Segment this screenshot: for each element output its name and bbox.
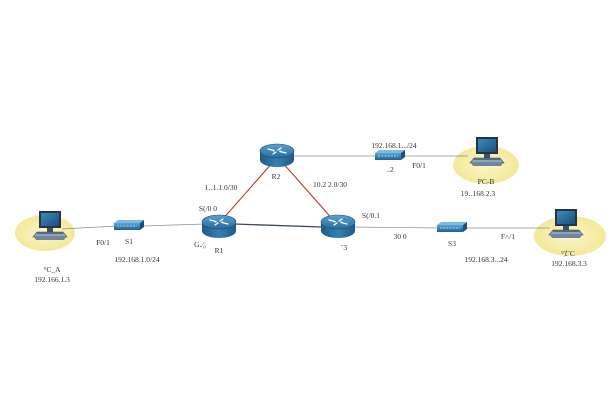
- port-r3-s001: S(/0.1: [362, 211, 380, 220]
- port-r1-g0: G․∕₀: [194, 240, 206, 249]
- pc-c-name: °⁒ˉC: [561, 249, 575, 258]
- port-r3-g00: 30 0: [393, 232, 406, 241]
- switch-s1-icon[interactable]: [113, 219, 145, 231]
- router-r3-icon[interactable]: [320, 214, 356, 239]
- network-lan1-label: 192.168.1.0/24: [114, 255, 159, 264]
- pc-b-name: PC-B: [478, 177, 495, 186]
- port-r1-s000: S(/0 0: [199, 204, 217, 213]
- router-r1-icon[interactable]: [201, 214, 237, 239]
- link-pc-a-s1: [61, 225, 117, 230]
- pc-c-ip: 192.168.3.3: [551, 259, 587, 268]
- router-r2-icon[interactable]: [259, 143, 295, 168]
- s1-label: S1: [125, 237, 133, 246]
- network-lan3-label: 192.168.3...24: [464, 255, 507, 264]
- link-s1-r1: [141, 223, 206, 227]
- link-r2-r3: [281, 161, 336, 223]
- pc-b-ip: 19․.168.2.3: [461, 189, 496, 198]
- r3-label: ˉ3: [341, 243, 347, 252]
- port-pc-b-f01: F0/1: [412, 161, 426, 170]
- pc-a-name: °C_A: [43, 265, 61, 274]
- port-pc-c-f01: F˄/1: [501, 232, 515, 241]
- port-pc-a-f01: F0/1: [96, 238, 110, 247]
- network-lan2-label: 192.168.1.../24: [371, 141, 416, 150]
- s2-label: ..2: [386, 165, 394, 174]
- pc-a-ip: 192.166.1.3: [34, 275, 70, 284]
- switch-s3-icon[interactable]: [436, 221, 468, 233]
- s3-label: S3: [448, 239, 456, 248]
- network-r1-r2-label: 1․.1.1.0/30: [205, 183, 238, 192]
- link-r1-r2: [221, 161, 274, 221]
- link-r1-r3: [233, 223, 323, 228]
- switch-s2-icon[interactable]: [374, 149, 406, 161]
- network-r2-r3-label: 10.2 2.0/30: [313, 180, 347, 189]
- r2-label: R2: [272, 172, 281, 181]
- link-r3-s3: [351, 226, 439, 229]
- r1-label: R1: [215, 246, 224, 255]
